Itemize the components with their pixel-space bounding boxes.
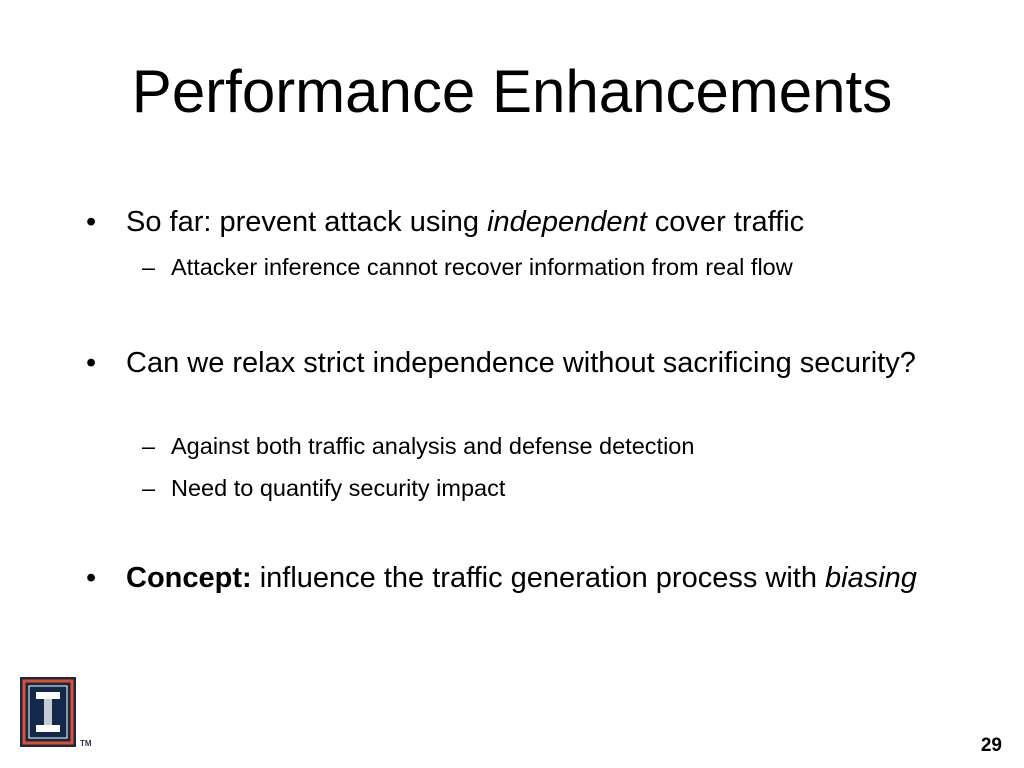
bullet-marker: • [86,347,97,379]
bullet-item: • Can we relax strict independence witho… [86,342,946,384]
page-number: 29 [980,735,1002,756]
university-block-i-logo-icon [20,677,76,747]
sub-bullet-item: – Against both traffic analysis and defe… [142,430,962,462]
bullet-text: So far: prevent attack using independent… [126,201,946,243]
sub-bullet-item: – Need to quantify security impact [142,472,962,504]
sub-bullet-item: – Attacker inference cannot recover info… [142,251,962,283]
bullet-marker: • [86,206,97,238]
slide-title: Performance Enhancements [131,58,893,125]
bullet-text-part: influence the traffic generation process… [251,562,826,594]
bullet-text-emphasis: biasing [825,562,917,594]
bullet-marker: • [86,562,97,594]
bullet-text-emphasis: independent [487,206,647,238]
bullet-text-part: So far: prevent attack using [126,206,488,238]
bullet-item: • Concept: influence the traffic generat… [86,557,946,599]
sub-bullet-marker: – [142,433,156,459]
trademark-label: TM [80,739,92,748]
bullet-item: • So far: prevent attack using independe… [86,201,946,243]
bullet-text-bold: Concept: [126,562,252,594]
sub-bullet-text: Against both traffic analysis and defens… [171,433,695,459]
sub-bullet-marker: – [142,254,156,280]
sub-bullet-text: Attacker inference cannot recover inform… [171,254,793,280]
sub-bullet-text: Need to quantify security impact [171,475,506,501]
sub-bullet-marker: – [142,475,156,501]
bullet-text: Can we relax strict independence without… [126,347,916,379]
bullet-text: Concept: influence the traffic generatio… [126,557,946,599]
bullet-text-part: cover traffic [646,206,805,238]
